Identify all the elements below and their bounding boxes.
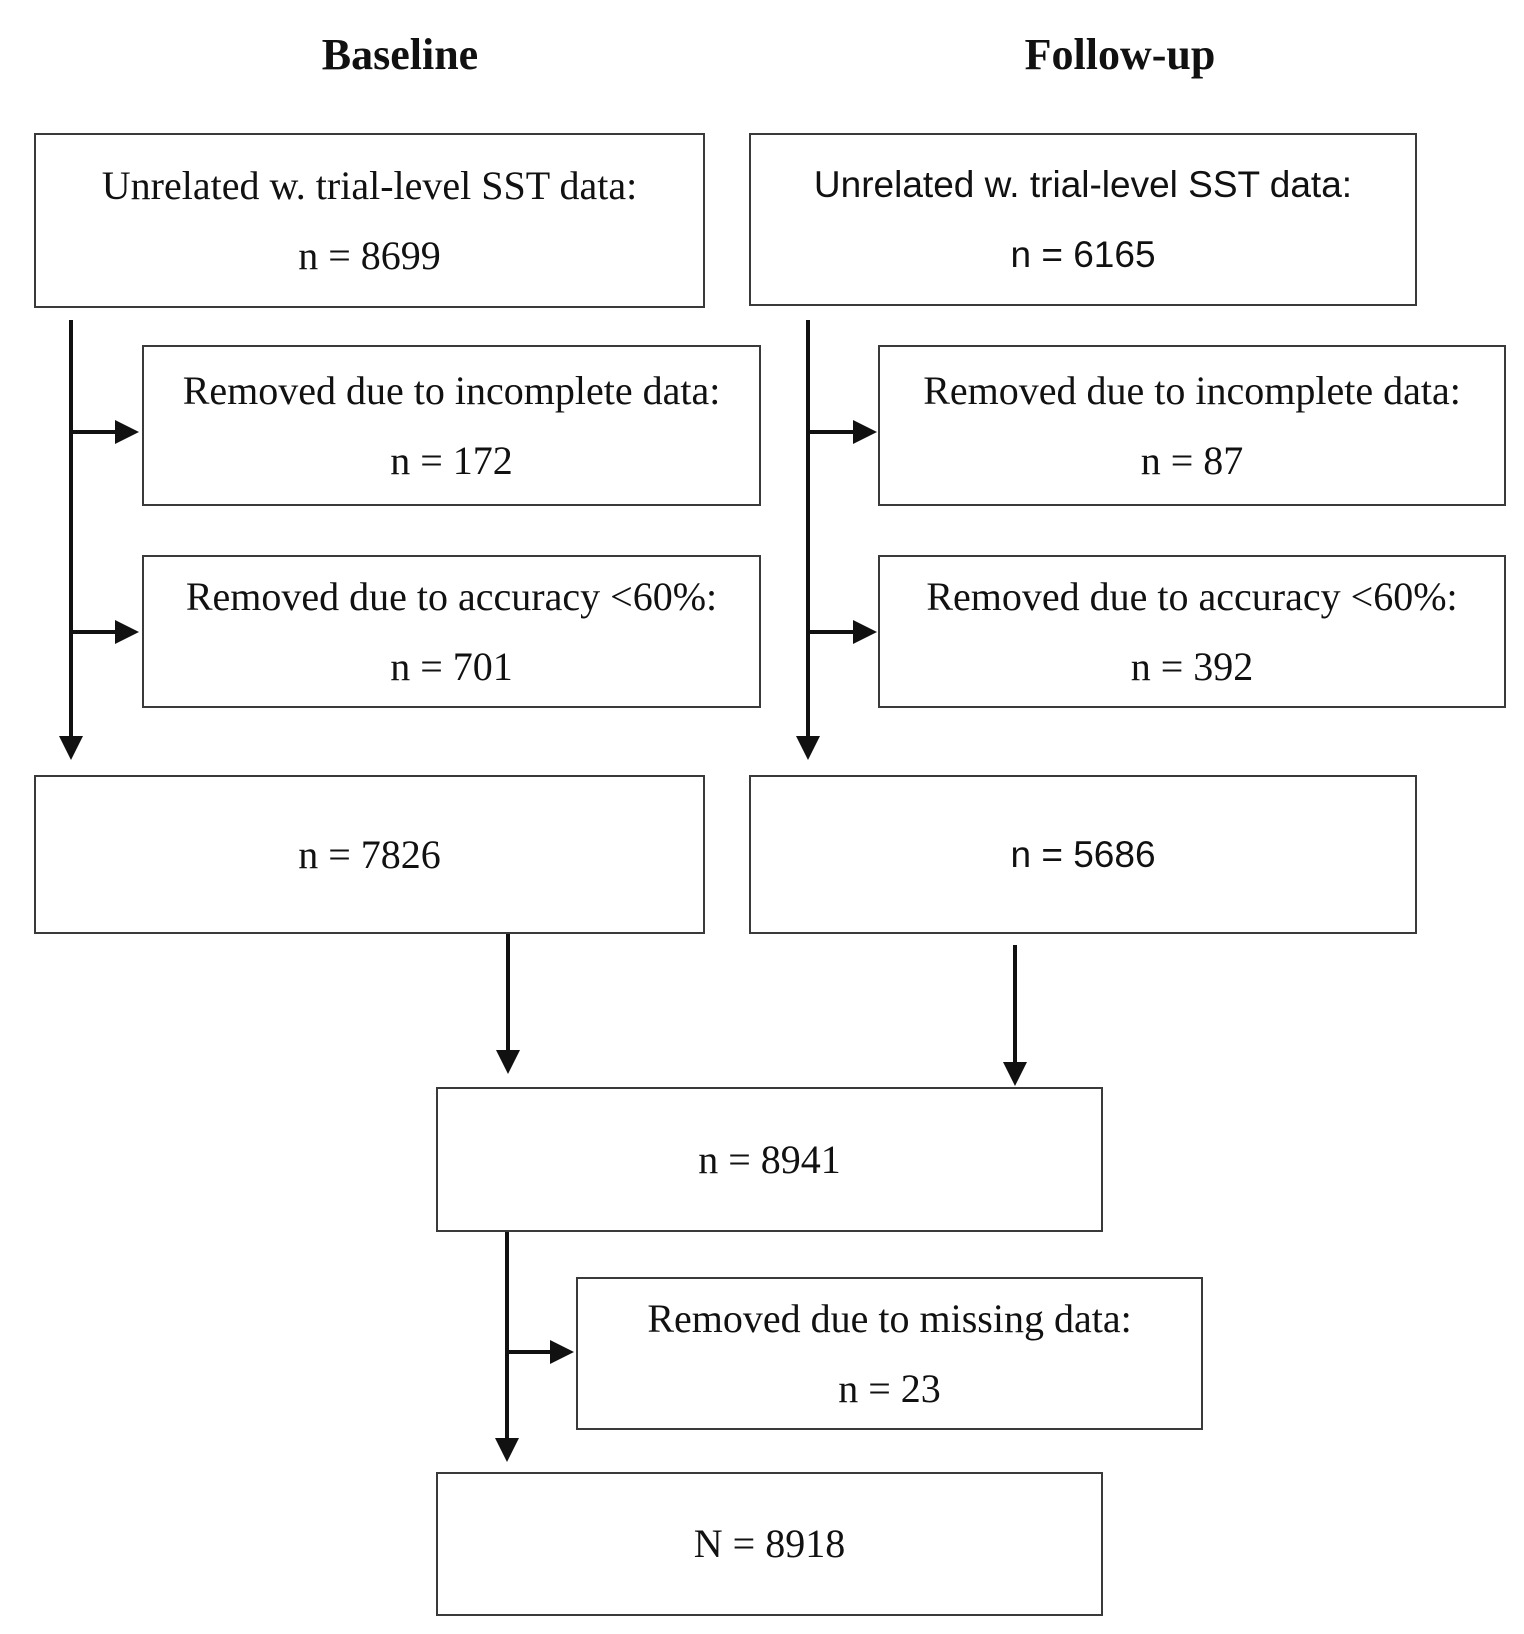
followup-removed-accuracy-box: Removed due to accuracy <60%: n = 392 bbox=[878, 555, 1506, 708]
combined-removed-missing-label: Removed due to missing data: bbox=[647, 1295, 1132, 1341]
followup-heading: Follow-up bbox=[1024, 30, 1216, 79]
baseline-start-value: n = 8699 bbox=[298, 232, 441, 278]
combined-removed-missing-box: Removed due to missing data: n = 23 bbox=[576, 1277, 1203, 1430]
followup-result-box: n = 5686 bbox=[749, 775, 1417, 934]
baseline-removed-accuracy-box: Removed due to accuracy <60%: n = 701 bbox=[142, 555, 761, 708]
combined-merged-box: n = 8941 bbox=[436, 1087, 1103, 1232]
followup-start-label: Unrelated w. trial-level SST data: bbox=[813, 163, 1353, 205]
baseline-removed-accuracy-label: Removed due to accuracy <60%: bbox=[185, 573, 718, 619]
combined-final-box: N = 8918 bbox=[436, 1472, 1103, 1616]
followup-removed-incomplete-box: Removed due to incomplete data: n = 87 bbox=[878, 345, 1506, 506]
followup-start-value: n = 6165 bbox=[1010, 233, 1156, 275]
followup-start-box: Unrelated w. trial-level SST data: n = 6… bbox=[749, 133, 1417, 306]
baseline-removed-incomplete-value: n = 172 bbox=[390, 437, 513, 483]
baseline-removed-incomplete-box: Removed due to incomplete data: n = 172 bbox=[142, 345, 761, 506]
combined-removed-missing-value: n = 23 bbox=[838, 1365, 941, 1411]
followup-removed-incomplete-label: Removed due to incomplete data: bbox=[923, 367, 1461, 413]
followup-removed-accuracy-label: Removed due to accuracy <60%: bbox=[926, 573, 1458, 619]
baseline-result-box: n = 7826 bbox=[34, 775, 705, 934]
baseline-start-box: Unrelated w. trial-level SST data: n = 8… bbox=[34, 133, 705, 308]
followup-removed-incomplete-value: n = 87 bbox=[1140, 437, 1244, 483]
combined-final-value: N = 8918 bbox=[693, 1521, 846, 1566]
baseline-start-label: Unrelated w. trial-level SST data: bbox=[101, 162, 638, 208]
baseline-removed-incomplete-label: Removed due to incomplete data: bbox=[182, 367, 721, 413]
baseline-result-value: n = 7826 bbox=[298, 831, 441, 877]
baseline-heading: Baseline bbox=[321, 30, 479, 79]
baseline-removed-accuracy-value: n = 701 bbox=[390, 643, 513, 689]
followup-result-value: n = 5686 bbox=[1010, 833, 1156, 875]
combined-merged-value: n = 8941 bbox=[698, 1136, 841, 1182]
followup-removed-accuracy-value: n = 392 bbox=[1130, 643, 1254, 689]
